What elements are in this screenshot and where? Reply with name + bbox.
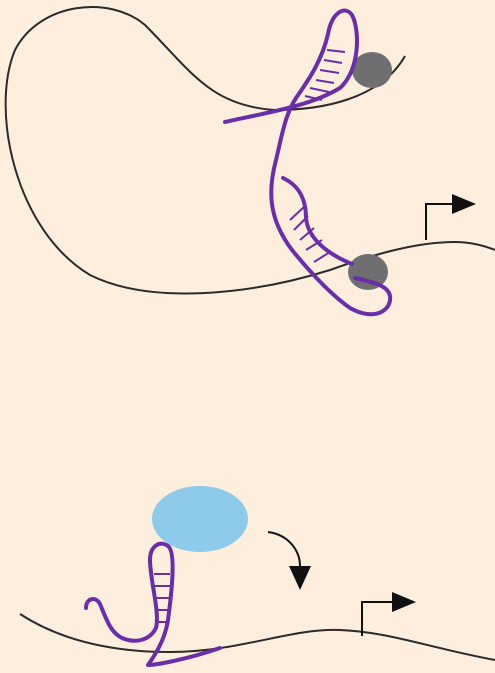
top-panel xyxy=(6,7,495,314)
dna-strand-bottom xyxy=(20,614,495,660)
binding-arrow-icon xyxy=(268,532,311,590)
dna-loop-strand xyxy=(6,7,495,293)
bound-protein-top xyxy=(352,52,392,88)
bottom-panel xyxy=(20,486,495,665)
promoter-arrow-bottom-icon xyxy=(362,592,416,636)
free-protein xyxy=(152,486,248,552)
promoter-arrow-top-icon xyxy=(426,194,476,240)
